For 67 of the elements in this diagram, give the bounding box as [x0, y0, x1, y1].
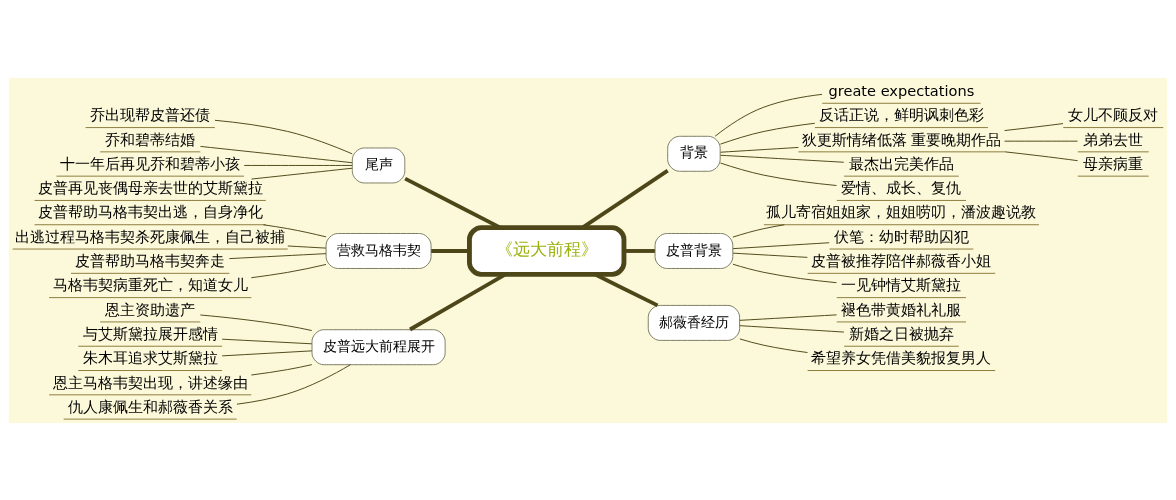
- connector: [214, 119, 353, 154]
- connector: [250, 167, 353, 180]
- connector: [739, 313, 838, 321]
- connector: [720, 146, 799, 153]
- connector: [404, 176, 502, 229]
- node-text: 母亲病重: [1083, 154, 1144, 172]
- node-text: 褪色带黄婚礼礼服: [841, 300, 962, 318]
- connector: [199, 314, 313, 331]
- connector: [228, 252, 327, 259]
- connector: [739, 337, 808, 353]
- node-box: 皮普背景: [654, 232, 734, 269]
- node-text: greate expectations: [828, 81, 975, 99]
- node-box: 营救马格韦契: [325, 232, 432, 269]
- node-text: 反话正说，鲜明讽刺色彩: [818, 105, 984, 123]
- node-text: 朱木耳追求艾斯黛拉: [82, 348, 218, 366]
- connector: [250, 363, 313, 375]
- connector: [236, 363, 351, 405]
- connector: [263, 223, 327, 237]
- connector: [431, 248, 470, 253]
- connector: [732, 263, 837, 283]
- node-text: 一见钟情艾斯黛拉: [841, 275, 962, 293]
- node-text: 女儿不顾反对: [1068, 105, 1159, 123]
- connector: [250, 263, 327, 278]
- node-box: 尾声: [351, 147, 406, 183]
- connector: [221, 349, 313, 356]
- node-text: 弟弟去世: [1083, 130, 1144, 148]
- connector: [1004, 122, 1064, 131]
- node-box: 背景: [667, 135, 721, 172]
- connector: [624, 248, 655, 253]
- connector: [243, 164, 353, 166]
- connector: [720, 162, 837, 186]
- connector: [739, 324, 845, 333]
- node-text: 新婚之日被抛弃: [848, 324, 954, 342]
- node-text: 希望养女凭借美貌报复男人: [811, 348, 992, 366]
- node-box: 郝薇香经历: [647, 304, 741, 341]
- connector: [199, 145, 353, 163]
- connector: [1004, 140, 1078, 142]
- node-text: 出逃过程马格韦契杀死康佩生，自己被捕: [15, 227, 286, 245]
- connector: [1004, 150, 1079, 161]
- node-text: 皮普再见丧偶母亲去世的艾斯黛拉: [37, 178, 263, 196]
- node-text: 十一年后再见乔和碧蒂小孩: [60, 154, 241, 172]
- node-text: 皮普帮助马格韦契出逃，自身净化: [37, 202, 263, 220]
- node-text: 乔和碧蒂结婚: [105, 130, 196, 148]
- connector: [719, 122, 816, 145]
- node-box: 《远大前程》: [467, 224, 627, 277]
- connector: [720, 154, 845, 163]
- connector: [732, 241, 830, 249]
- connector: [221, 338, 313, 344]
- node-text: 仇人康佩生和郝薇香关系: [67, 397, 233, 415]
- node-box: 皮普远大前程展开: [311, 328, 446, 365]
- node-text: 与艾斯黛拉展开感情: [82, 324, 218, 342]
- connector: [732, 252, 808, 258]
- node-text: 恩主马格韦契出现，讲述缘由: [52, 373, 248, 391]
- node-text: 恩主资助遗产: [105, 300, 196, 318]
- node-text: 马格韦契病重死亡，知道女儿: [52, 275, 248, 293]
- node-text: 伏笔：幼时帮助囚犯: [833, 227, 969, 245]
- connector: [732, 223, 785, 238]
- connector: [581, 168, 669, 229]
- node-text: 皮普帮助马格韦契奔走: [75, 251, 226, 269]
- node-text: 孤儿寄宿姐姐家，姐姐唠叨，潘波趣说教: [766, 202, 1037, 220]
- node-text: 乔出现帮皮普还债: [90, 105, 211, 123]
- node-text: 最杰出完美作品: [848, 154, 954, 172]
- connector: [287, 245, 327, 249]
- node-text: 皮普被推荐陪伴郝薇香小姐: [811, 251, 992, 269]
- node-text: 狄更斯情绪低落 重要晚期作品: [801, 130, 1002, 148]
- connector: [714, 93, 823, 137]
- node-text: 爱情、成长、复仇: [841, 178, 962, 196]
